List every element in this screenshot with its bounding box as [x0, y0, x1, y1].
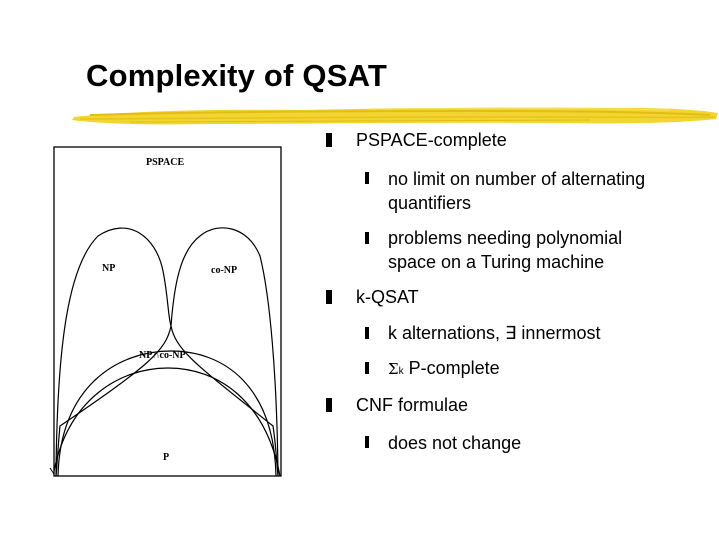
bullet-k-qsat: k-QSAT	[356, 287, 419, 307]
yellow-brush-underline	[72, 107, 718, 125]
sub-bullet-line: no limit on number of alternating	[388, 169, 646, 189]
pspace-label: PSPACE	[146, 157, 184, 168]
bullet-marker	[326, 290, 332, 304]
bullet-pspace-complete: PSPACE-complete	[356, 130, 507, 150]
intersection-region	[57, 350, 277, 477]
sub-bullet-marker	[365, 232, 369, 244]
p-region	[53, 367, 281, 477]
p-label: P	[163, 452, 169, 463]
sub-bullet-line: does not change	[388, 433, 522, 453]
conp-region	[55, 227, 279, 477]
complexity-diagram: PSPACE NP co-NP NP∩co-NP P	[49, 146, 282, 477]
sub-bullet-line: space on a Turing machine	[388, 252, 605, 272]
sigma-rest: P-complete	[403, 358, 500, 378]
conp-label: co-NP	[211, 265, 237, 276]
sub-bullet-sigma-line: Σk P-complete	[388, 356, 500, 384]
sigma-subscript: k	[398, 366, 404, 377]
sub-bullet-line: problems needing polynomial	[388, 228, 623, 248]
sub-bullet-line: k alternations, ∃ innermost	[388, 323, 601, 343]
bullet-marker	[326, 133, 332, 147]
slide-title: Complexity of QSAT	[86, 58, 387, 93]
bullet-cnf-formulae: CNF formulae	[356, 395, 469, 415]
sub-bullet-marker	[365, 327, 369, 339]
pspace-box	[53, 146, 282, 477]
np-label: NP	[102, 263, 115, 274]
sub-bullet-marker	[365, 362, 369, 374]
bullet-marker	[326, 398, 332, 412]
sub-bullet-marker	[365, 436, 369, 448]
np-region	[55, 227, 279, 477]
intersection-label: NP∩co-NP	[139, 350, 186, 361]
sub-bullet-line: quantifiers	[388, 193, 472, 213]
sub-bullet-marker	[365, 172, 369, 184]
sigma-symbol: Σ	[388, 360, 399, 378]
